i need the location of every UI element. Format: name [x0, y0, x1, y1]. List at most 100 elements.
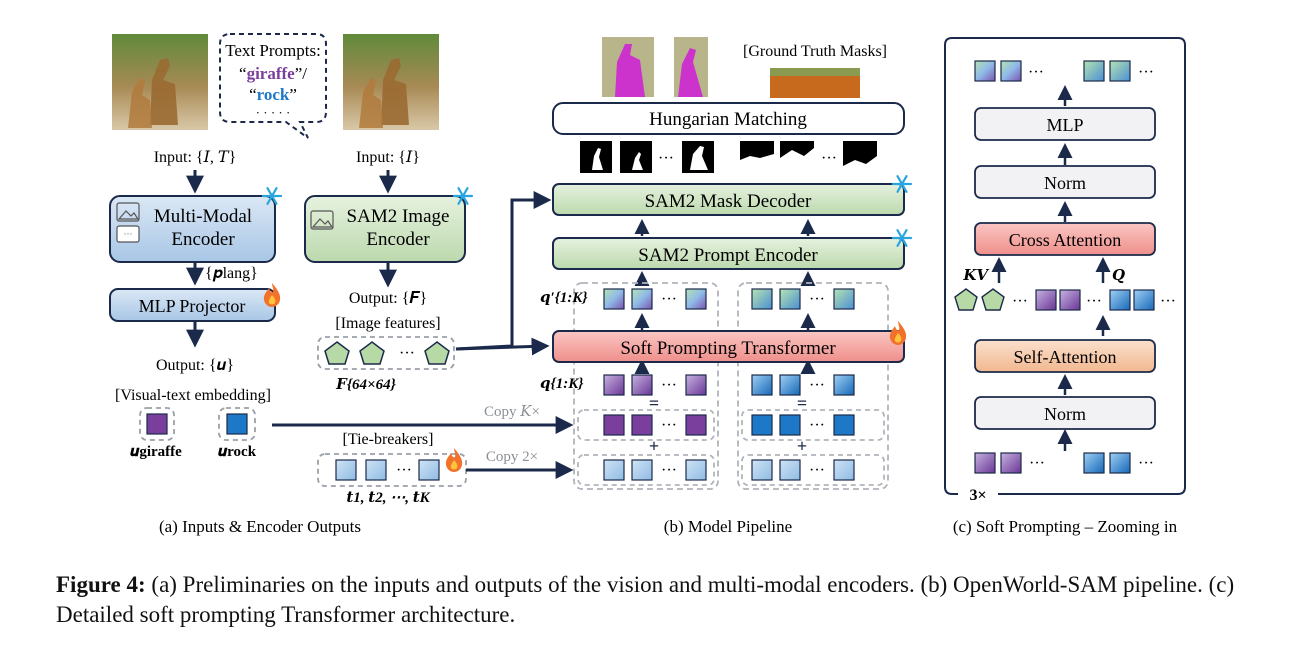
ellipsis: ··· [1138, 455, 1154, 472]
prompt-giraffe: giraffe [247, 64, 296, 83]
giraffe-photo-1 [112, 34, 208, 130]
ground-truth-photo [770, 68, 860, 98]
ellipsis: ··· [396, 462, 412, 479]
image-icon [116, 202, 140, 222]
q-label-c: 𝑸 [1112, 268, 1125, 284]
sam2-prompt-encoder-label: SAM2 Prompt Encoder [638, 245, 818, 266]
norm-top-block: Norm [974, 165, 1156, 199]
ellipsis: ··· [1138, 64, 1154, 81]
prompt-ellipsis: · · · · · [256, 105, 291, 120]
figure-caption-label: Figure 4: [56, 572, 146, 597]
sam2-mask-decoder-label: SAM2 Mask Decoder [645, 191, 812, 212]
u-giraffe-token [139, 407, 175, 441]
ellipsis: ··· [399, 345, 415, 362]
cross-attention-block: Cross Attention [974, 222, 1156, 256]
svg-text:“giraffe”/: “giraffe”/ [239, 64, 307, 83]
sam2-image-encoder: SAM2 Image Encoder [304, 195, 466, 263]
q-tokens-left: ··· [603, 374, 707, 396]
trainable-fire-icon [445, 448, 463, 472]
sam2-image-encoder-line2: Encoder [366, 229, 430, 250]
input-image-label: Input: {𝐼} [356, 149, 420, 166]
ellipsis: ··· [809, 377, 825, 394]
cross-attention-label: Cross Attention [1009, 230, 1122, 250]
u-copies-left: ··· [603, 414, 707, 436]
trainable-fire-icon [263, 283, 281, 307]
mm-encoder-line2: Encoder [171, 229, 235, 250]
ellipsis: ··· [1160, 293, 1176, 310]
sam2-mask-decoder: SAM2 Mask Decoder [552, 183, 905, 216]
t-list-label: 𝒕1, 𝒕2, ⋯, 𝒕K [346, 490, 430, 506]
predicted-masks-row: ··· [580, 141, 714, 173]
frozen-snowflake-icon [891, 229, 913, 247]
t-copies-right: ··· [751, 459, 855, 481]
q-prime-label: 𝒒′{1:K} [540, 290, 588, 306]
u-rock-token [218, 407, 256, 441]
ellipsis: ··· [661, 417, 677, 434]
equals-sign-right: = [797, 393, 807, 413]
sam2-image-encoder-line1: SAM2 Image [347, 206, 450, 227]
frozen-snowflake-icon [261, 187, 283, 205]
panel-a-caption: (a) Inputs & Encoder Outputs [159, 517, 361, 536]
giraffe-photo-2 [343, 34, 439, 130]
svg-text:“rock”: “rock” [249, 85, 297, 104]
soft-prompting-transformer: Soft Prompting Transformer [552, 330, 905, 363]
copy-2-label: Copy 2× [486, 449, 538, 465]
p-lang-label: {𝒑lang} [205, 265, 258, 282]
ground-truth-masks-label: [Ground Truth Masks] [743, 43, 887, 60]
visual-text-embedding-label: [Visual-text embedding] [115, 387, 271, 404]
u-giraffe-label: 𝒖giraffe [130, 444, 182, 460]
ellipsis: ··· [809, 462, 825, 479]
prompt-rock: rock [257, 85, 290, 104]
arrows-up-b [634, 219, 816, 374]
mm-encoder-line1: Multi-Modal [154, 206, 252, 227]
input-image-text-label: Input: {𝐼, 𝑇} [154, 149, 237, 166]
output-f-label: Output: {𝑭} [349, 290, 427, 307]
plus-sign-left: + [649, 436, 659, 456]
soft-prompting-transformer-label: Soft Prompting Transformer [620, 338, 836, 359]
copy-k-label: Copy 𝐾× [484, 404, 540, 420]
norm-bottom-label: Norm [1044, 404, 1086, 424]
norm-top-label: Norm [1044, 173, 1086, 193]
ellipsis: ··· [1086, 293, 1102, 310]
panel-b-caption: (b) Model Pipeline [664, 517, 792, 536]
tie-breakers-group: ··· [317, 453, 467, 487]
kv-label: 𝑲𝑽 [962, 268, 989, 284]
panel-a: Text Prompts: “giraffe”/ “rock” · · · · … [109, 33, 474, 536]
figure-caption: Figure 4: (a) Preliminaries on the input… [56, 570, 1256, 630]
self-attention-label: Self-Attention [1014, 347, 1117, 367]
output-tokens: ··· ··· [974, 60, 1154, 82]
gt-masks-row: ··· [740, 141, 877, 173]
q-prime-tokens-left: ··· [603, 288, 707, 310]
image-features-label: [Image features] [335, 315, 440, 332]
ellipsis: ··· [809, 291, 825, 308]
q-prime-tokens-right: ··· [751, 288, 855, 310]
norm-bottom-block: Norm [974, 396, 1156, 430]
frozen-snowflake-icon [452, 187, 474, 205]
mlp-label: MLP [1046, 115, 1083, 135]
architecture-diagram: Text Prompts: “giraffe”/ “rock” · · · · … [109, 33, 1186, 536]
chat-icon: ··· [116, 225, 140, 243]
tie-breaker-token [335, 459, 357, 481]
text-prompts-bubble: Text Prompts: “giraffe”/ “rock” · · · · … [219, 33, 327, 139]
feature-pentagon [324, 341, 350, 365]
text-prompts-title: Text Prompts: [225, 41, 321, 60]
predicted-mask-photos [602, 37, 708, 97]
u-rock-label: 𝒖rock [218, 444, 257, 460]
mlp-projector: MLP Projector [109, 288, 276, 322]
u-copies-right: ··· [751, 414, 855, 436]
f-dims-label: 𝑭{64×64} [335, 377, 396, 393]
tie-breakers-label: [Tie-breakers] [343, 431, 434, 448]
repeat-label: 3× [969, 487, 986, 504]
q-label: 𝒒{1:K} [540, 376, 584, 392]
connectors: Copy 𝐾× Copy 2× [272, 191, 574, 479]
feature-pentagon [359, 341, 385, 365]
image-features-group: ··· [317, 336, 455, 370]
trainable-fire-icon [889, 321, 907, 345]
hungarian-matching: Hungarian Matching [552, 102, 905, 135]
feature-pentagon [424, 341, 450, 365]
mlp-block: MLP [974, 107, 1156, 141]
frozen-snowflake-icon [891, 175, 913, 193]
ellipsis: ··· [1029, 455, 1045, 472]
self-attention-block: Self-Attention [974, 339, 1156, 373]
sam2-prompt-encoder: SAM2 Prompt Encoder [552, 237, 905, 270]
